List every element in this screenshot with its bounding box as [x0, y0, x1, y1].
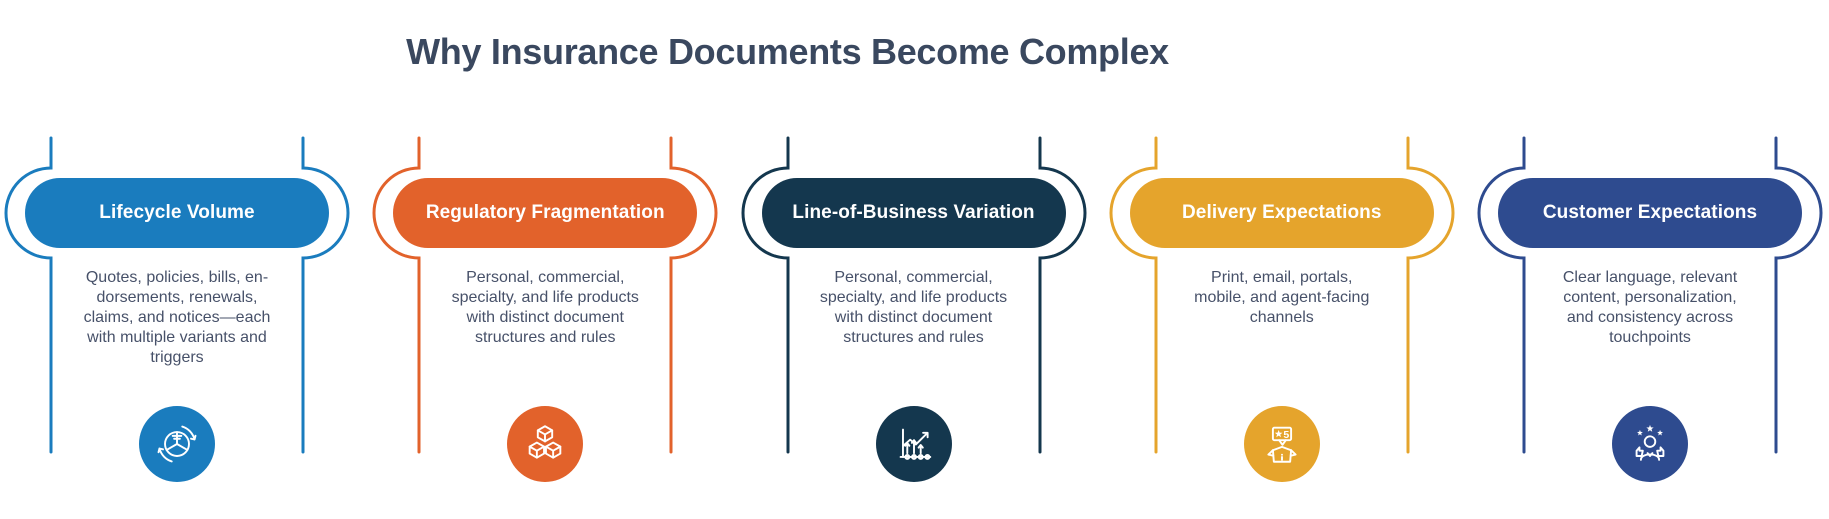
card-header-pill: Customer Expectations — [1498, 178, 1802, 248]
card-description: Quotes, policies, bills, en- dorsements,… — [83, 269, 271, 366]
card-description: Personal, commercial, specialty, and lif… — [451, 269, 639, 346]
card-title-delivery-expectations: Delivery Expectations — [1181, 202, 1382, 223]
customer-rating-person-icon — [1612, 406, 1688, 482]
card-title-lifecycle-volume: Lifecycle Volume — [99, 202, 255, 223]
card-header-pill: Line-of-Business Variation — [761, 178, 1066, 248]
card-lifecycle-volume: Lifecycle Volume Quotes, policies, bills… — [0, 122, 361, 497]
svg-text:5: 5 — [1283, 429, 1289, 441]
card-header-pill: Lifecycle Volume — [25, 178, 329, 248]
bracket-outline — [4, 136, 350, 454]
card-line-of-business-variation: Line-of-Business Variation Personal, com… — [730, 122, 1098, 497]
card-regulatory-fragmentation: Regulatory Fragmentation Personal, comme… — [361, 122, 729, 497]
card-delivery-expectations: Delivery Expectations Print, email, port… — [1098, 122, 1466, 497]
growth-chart-arrows-icon — [875, 406, 952, 482]
card-title-regulatory-fragmentation: Regulatory Fragmentation — [425, 202, 665, 223]
card-customer-expectations: Customer Expectations Clear language, re… — [1466, 122, 1829, 497]
bracket-outline — [372, 136, 718, 454]
card-header-pill: Regulatory Fragmentation — [393, 178, 698, 248]
card-description: Print, email, portals, mobile, and agent… — [1194, 269, 1370, 326]
bracket-outline — [1109, 136, 1455, 454]
stacked-cubes-icon — [507, 406, 584, 482]
bracket-outline — [741, 136, 1086, 454]
bracket-outline — [1477, 136, 1823, 454]
card-title-line-of-business-variation: Line-of-Business Variation — [792, 202, 1035, 223]
card-header-pill: Delivery Expectations — [1129, 178, 1434, 248]
lifecycle-pie-cycle-icon — [139, 406, 215, 482]
five-star-delivery-box-icon: 5 — [1243, 406, 1320, 482]
card-description: Clear language, relevant content, person… — [1562, 269, 1738, 346]
page-title: Why Insurance Documents Become Complex — [406, 31, 1169, 72]
card-title-customer-expectations: Customer Expectations — [1542, 202, 1758, 223]
card-description: Personal, commercial, specialty, and lif… — [819, 269, 1008, 346]
